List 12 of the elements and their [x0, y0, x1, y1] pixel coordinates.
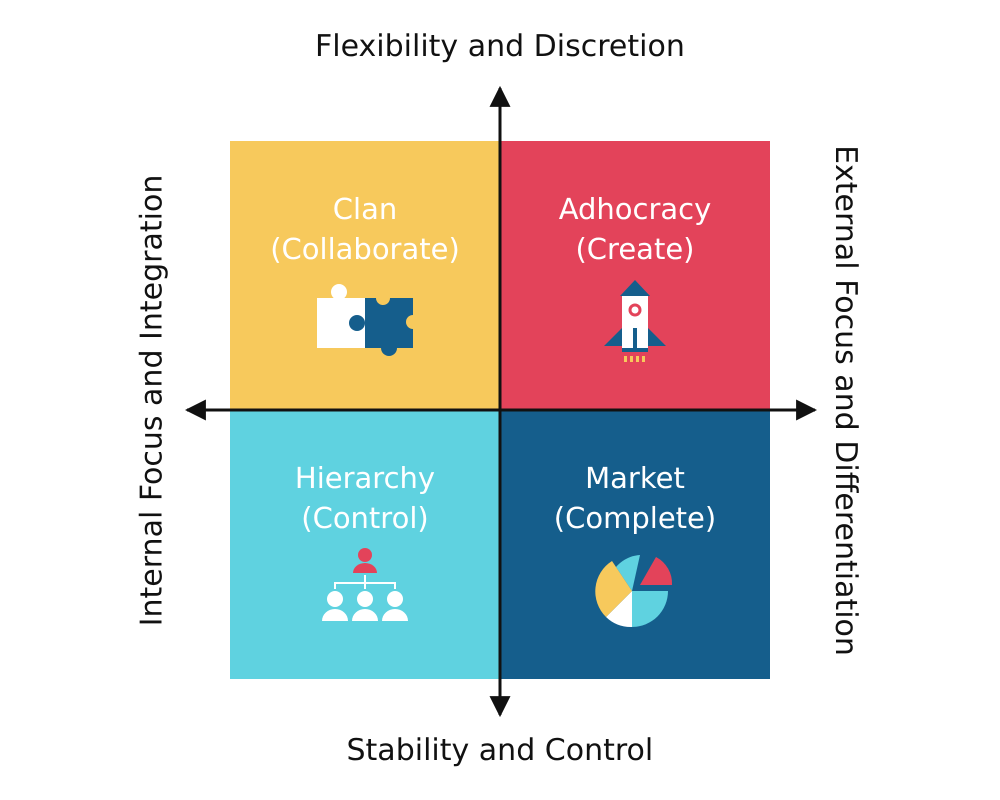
- axis-label: Flexibility and Discretion: [315, 28, 685, 64]
- quadrant-title: Hierarchy (Control): [294, 460, 436, 537]
- axis-label: Stability and Control: [346, 732, 654, 768]
- quadrant-title: Adhocracy (Create): [558, 191, 712, 268]
- quadrant-panel: [230, 141, 500, 410]
- quadrant-panel: [230, 410, 500, 679]
- quadrant-title: Market (Complete): [554, 460, 716, 537]
- quadrant-title: Clan (Collaborate): [270, 191, 460, 268]
- axis-label: External Focus and Differentiation: [827, 144, 862, 656]
- axis-label: Internal Focus and Integration: [134, 174, 170, 626]
- quadrant-panel: [500, 141, 770, 410]
- quadrant-panel: [500, 410, 770, 679]
